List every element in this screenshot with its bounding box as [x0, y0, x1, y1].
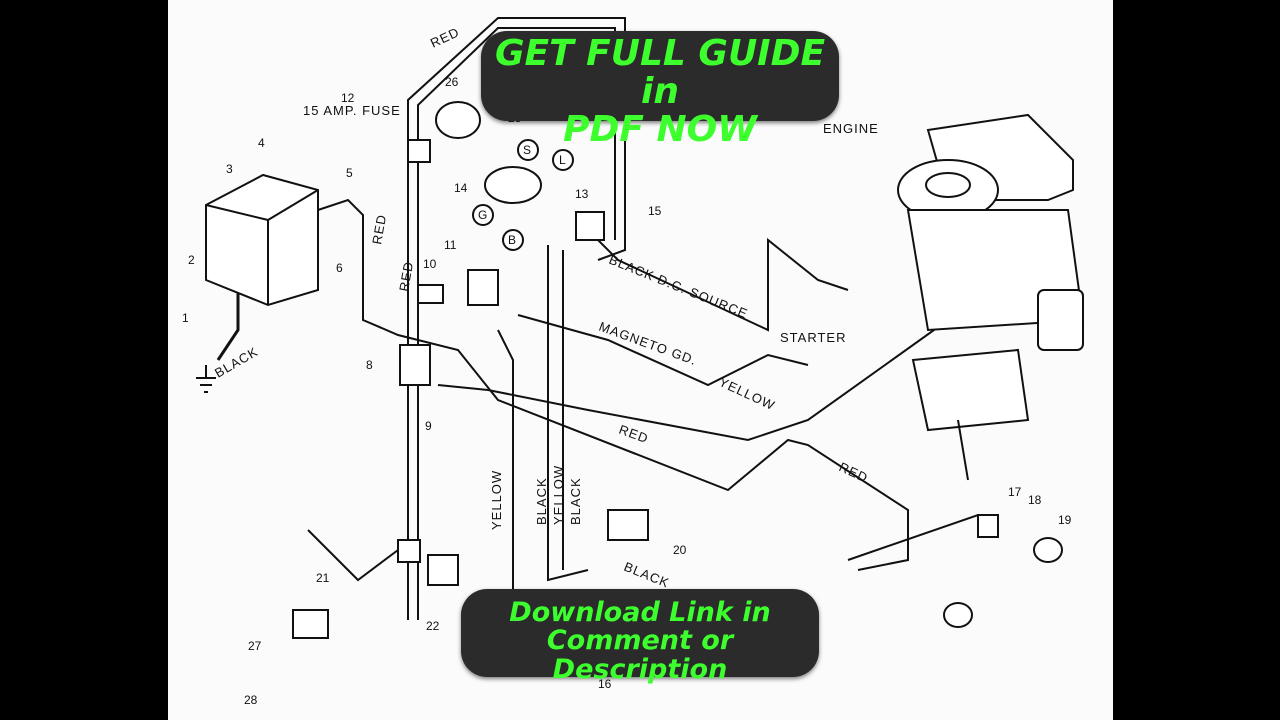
connector-10-icon [417, 284, 444, 304]
part-number: 2 [188, 253, 195, 267]
label-red-right: RED [837, 459, 871, 485]
wire-lamp [847, 513, 999, 561]
ground-icon [196, 365, 216, 393]
part-number: 18 [1028, 493, 1042, 507]
wire-21 [307, 529, 399, 582]
part-number: 16 [598, 677, 612, 691]
connector-22-icon [427, 554, 459, 586]
part-number: 11 [444, 238, 457, 252]
part-number: 26 [445, 75, 459, 89]
switch-letter-b: B [508, 233, 516, 247]
bulb-19-icon [1033, 537, 1063, 563]
wire-black-vert [547, 245, 589, 582]
part-number: 8 [366, 358, 373, 372]
part-number: 1 [182, 311, 189, 325]
diagram-panel: RED 15 AMP. FUSE RED RED BLACK ENGINE BL… [168, 0, 1113, 720]
wiring-diagram: RED 15 AMP. FUSE RED RED BLACK ENGINE BL… [182, 17, 1085, 707]
connector-11-icon [467, 269, 499, 306]
battery-icon [205, 173, 319, 307]
part-number: 4 [258, 136, 265, 150]
label-fuse: 15 AMP. FUSE [303, 103, 401, 118]
label-dc-source: BLACK D.C. SOURCE [607, 252, 750, 322]
wire-red-battery [317, 198, 909, 571]
part-number: 3 [226, 162, 233, 176]
part-number: 20 [673, 543, 687, 557]
wire-red-top [407, 17, 626, 620]
label-magneto: MAGNETO GD. [597, 319, 699, 368]
switch-letter-s: S [523, 143, 531, 157]
wire-yellow-lower [437, 319, 949, 442]
switch-17-icon [977, 514, 999, 538]
part-number: 6 [336, 261, 343, 275]
part-number: 14 [454, 181, 468, 195]
part-number: 22 [426, 619, 440, 633]
connector-15-icon [575, 211, 605, 241]
wire-yellow-vert [497, 329, 514, 590]
label-black-vert2: BLACK [568, 477, 583, 525]
label-black-ground: BLACK [212, 344, 261, 381]
banner-get-guide: GET FULL GUIDE in PDF NOW [481, 31, 839, 148]
engine-icon [897, 113, 1085, 481]
label-starter: STARTER [780, 330, 846, 345]
part-number: 21 [316, 571, 330, 585]
label-black-vert: BLACK [534, 477, 549, 525]
connector-20-icon [607, 509, 649, 541]
part-number: 17 [1008, 485, 1022, 499]
label-yellow-right: YELLOW [717, 374, 778, 413]
part-number: 15 [648, 204, 662, 218]
fuse-icon [407, 139, 431, 163]
key-switch-icon [435, 101, 574, 251]
bulb-18-icon [943, 602, 973, 628]
wire-dc-source [588, 237, 849, 332]
label-engine: ENGINE [823, 121, 879, 136]
part-number: 13 [575, 187, 589, 201]
part-number: 10 [423, 257, 437, 271]
bracket-27-icon [292, 609, 329, 639]
label-red-battery: RED [369, 213, 389, 246]
switch-letter-g: G [478, 208, 487, 222]
label-red-center: RED [617, 422, 651, 447]
solenoid-icon [399, 344, 431, 386]
connector-21-icon [397, 539, 421, 563]
label-red-top: RED [428, 24, 462, 50]
banner-top-line1: GET FULL GUIDE in [494, 33, 826, 112]
part-number: 5 [346, 166, 353, 180]
part-number: 19 [1058, 513, 1072, 527]
part-number: 9 [425, 419, 432, 433]
part-number: 28 [244, 693, 258, 707]
banner-bottom-line2: Comment or Description [546, 625, 734, 685]
part-number: 12 [341, 91, 355, 105]
label-black-lower: BLACK [622, 559, 672, 591]
banner-top-line2: PDF NOW [563, 108, 757, 150]
banner-bottom-line1: Download Link in [509, 597, 771, 628]
wire-magneto [517, 314, 809, 387]
banner-download-link: Download Link in Comment or Description [461, 589, 819, 683]
part-number: 27 [248, 639, 262, 653]
switch-letter-l: L [559, 153, 566, 167]
label-yellow-vert: YELLOW [489, 470, 504, 530]
label-yellow-vert2: YELLOW [551, 465, 566, 525]
label-red-mid: RED [396, 260, 416, 293]
